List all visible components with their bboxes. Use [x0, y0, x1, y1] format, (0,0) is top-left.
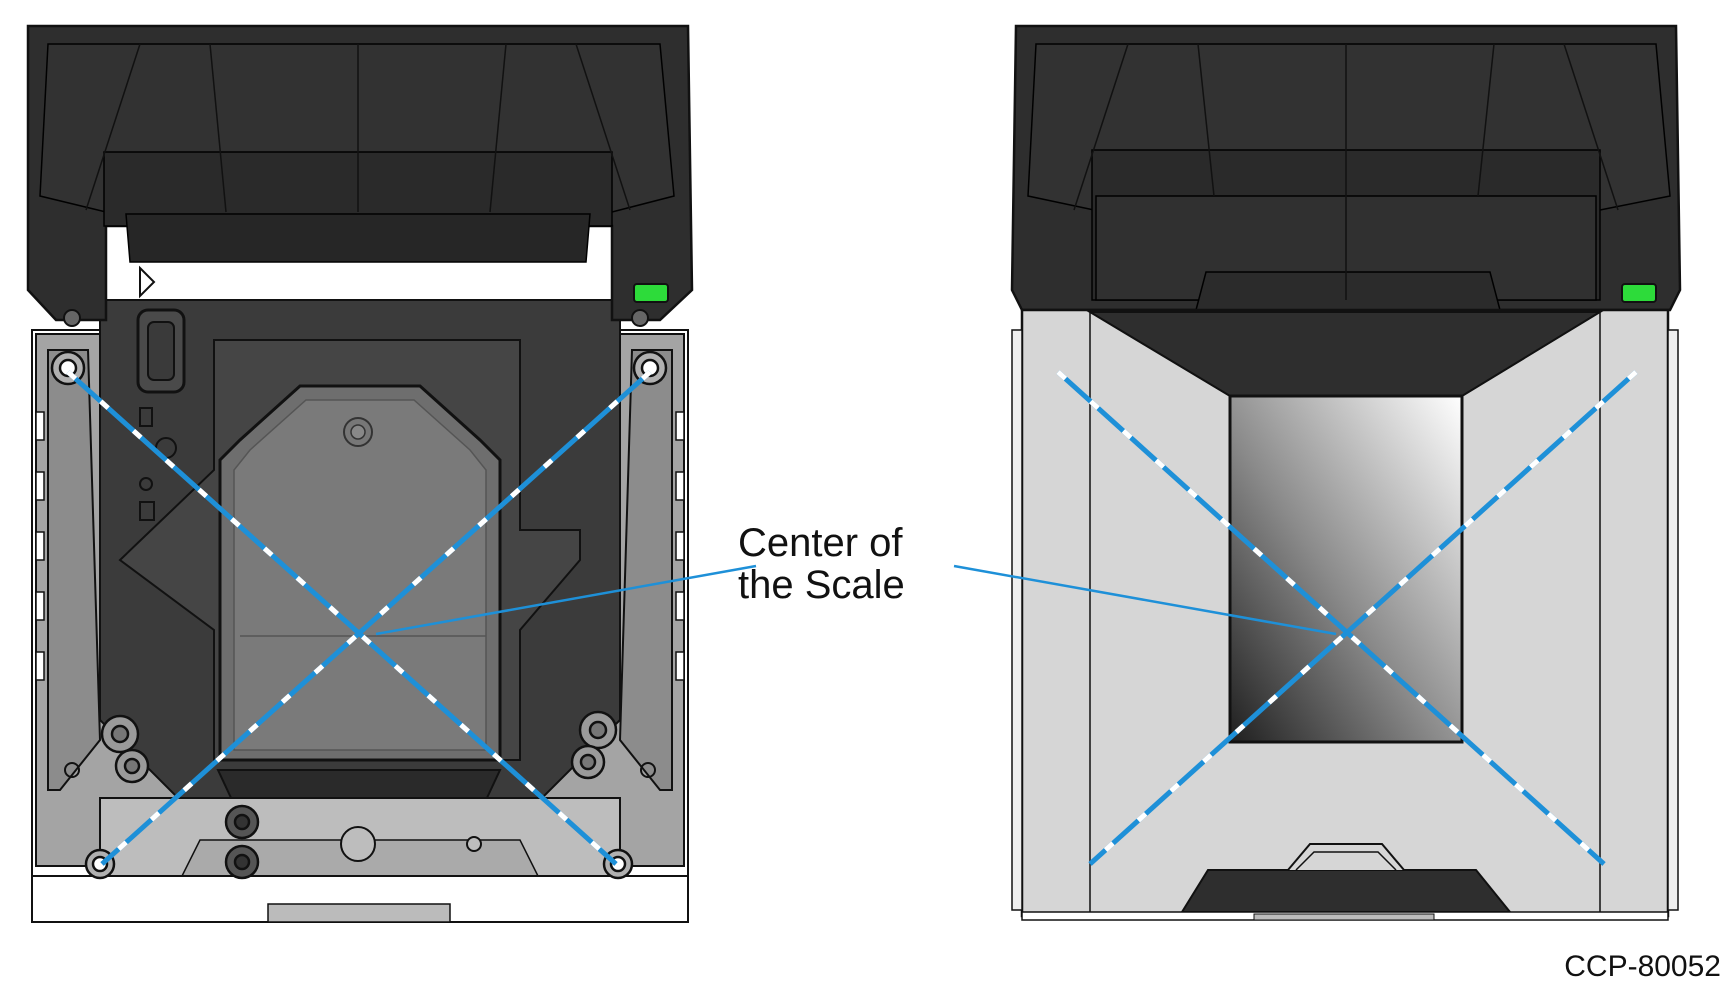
- right-handle: [1180, 869, 1513, 913]
- right-head-lip: [1195, 271, 1501, 311]
- left-bottom-slab: [216, 769, 502, 801]
- left-view: [26, 24, 694, 923]
- left-bolts: [100, 710, 618, 880]
- leader-left: [375, 564, 757, 636]
- left-indicator-led: [633, 283, 669, 303]
- right-crosshair: [1056, 370, 1638, 866]
- left-bar-hole-large: [340, 826, 376, 862]
- leader-right: [953, 564, 1337, 636]
- callout-line-2: the Scale: [738, 563, 905, 607]
- left-foot-tab: [267, 903, 451, 923]
- left-foot-strip: [31, 875, 689, 923]
- left-crosshair: [66, 370, 652, 866]
- left-octagon-inner: [233, 399, 487, 751]
- left-rail-left: [47, 349, 102, 791]
- left-bar-hole-small: [466, 836, 482, 852]
- right-view: [1010, 24, 1682, 921]
- left-arrow-mark: [139, 265, 156, 299]
- callout-line-1: Center of: [738, 521, 903, 565]
- callout-leaders: [375, 564, 1337, 636]
- left-side-slots: [35, 411, 685, 681]
- right-scale-window: [1228, 394, 1464, 744]
- left-rail-right: [618, 349, 673, 791]
- figure-id: CCP-80052: [1564, 950, 1721, 983]
- center-of-scale-label: Center of the Scale: [738, 522, 978, 606]
- right-indicator-led: [1621, 283, 1657, 303]
